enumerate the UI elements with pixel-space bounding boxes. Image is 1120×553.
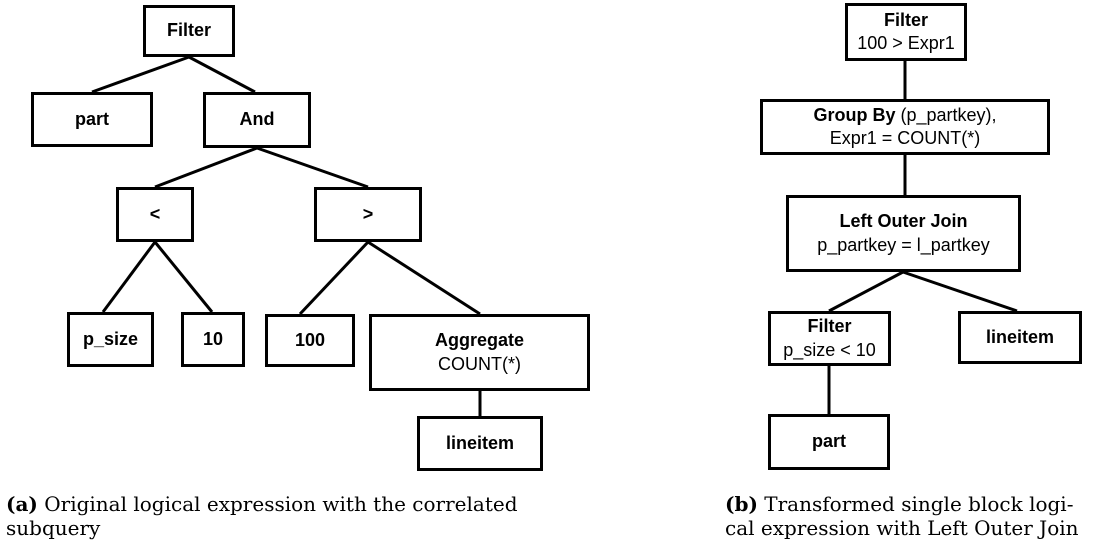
node-filter: Filter bbox=[143, 5, 235, 57]
node-lineitem: lineitem bbox=[417, 416, 543, 471]
node-group-by-label: Group By bbox=[813, 104, 896, 125]
node-ten: 10 bbox=[181, 312, 245, 367]
node-filter-low-label: Filter bbox=[807, 316, 852, 337]
caption-b-line2: cal expression with Left Outer Join bbox=[725, 516, 1079, 541]
node-group-by-line1: Group By (p_partkey), bbox=[813, 104, 996, 127]
node-filter-low: Filter p_size < 10 bbox=[768, 311, 891, 366]
caption-a-text: Original logical expression with the cor… bbox=[37, 492, 518, 516]
node-filter-low-cond: p_size < 10 bbox=[783, 339, 876, 360]
node-aggregate: Aggregate COUNT(*) bbox=[369, 314, 590, 391]
node-part-b: part bbox=[768, 414, 890, 470]
edge-filter-part bbox=[91, 55, 190, 94]
node-aggregate-expr: COUNT(*) bbox=[438, 353, 521, 374]
node-filter-top-cond: 100 > Expr1 bbox=[857, 33, 955, 53]
node-group-by-keys: (p_partkey), bbox=[895, 104, 997, 125]
node-filter-top: Filter 100 > Expr1 bbox=[845, 3, 967, 61]
node-loj-cond: p_partkey = l_partkey bbox=[817, 234, 990, 255]
node-aggregate-label: Aggregate bbox=[434, 330, 524, 351]
node-greater-than: > bbox=[314, 187, 422, 242]
edge-loj-filter bbox=[828, 270, 904, 313]
node-and: And bbox=[203, 92, 311, 148]
caption-a-line1: (a) Original logical expression with the… bbox=[6, 492, 518, 516]
caption-b-text: Transformed single block logi- bbox=[757, 492, 1074, 516]
node-group-by: Group By (p_partkey), Expr1 = COUNT(*) bbox=[760, 99, 1050, 155]
edge-and-gt bbox=[256, 146, 369, 189]
node-part: part bbox=[31, 92, 153, 147]
node-left-outer-join: Left Outer Join p_partkey = l_partkey bbox=[786, 195, 1021, 272]
edge-lt-psize bbox=[101, 241, 157, 313]
edge-filter-and bbox=[188, 55, 256, 94]
node-group-by-expr: Expr1 = COUNT(*) bbox=[829, 128, 981, 148]
caption-b-tag: (b) bbox=[725, 492, 758, 516]
edge-lt-ten bbox=[153, 241, 214, 313]
edge-gt-hundred bbox=[298, 240, 370, 316]
edge-and-lt bbox=[154, 146, 258, 189]
edge-gt-aggregate bbox=[367, 240, 481, 316]
node-lineitem-b: lineitem bbox=[958, 311, 1082, 364]
caption-a: (a) Original logical expression with the… bbox=[6, 492, 518, 541]
node-p-size: p_size bbox=[67, 312, 154, 367]
caption-a-tag: (a) bbox=[6, 492, 38, 516]
node-filter-top-label: Filter bbox=[883, 9, 928, 30]
node-loj-label: Left Outer Join bbox=[839, 211, 968, 232]
edge-loj-lineitem bbox=[902, 270, 1018, 313]
node-hundred: 100 bbox=[265, 314, 355, 367]
caption-b-line1: (b) Transformed single block logi- bbox=[725, 492, 1079, 516]
caption-b: (b) Transformed single block logi- cal e… bbox=[725, 492, 1079, 541]
caption-a-line2: subquery bbox=[6, 516, 101, 541]
node-less-than: < bbox=[116, 187, 194, 242]
